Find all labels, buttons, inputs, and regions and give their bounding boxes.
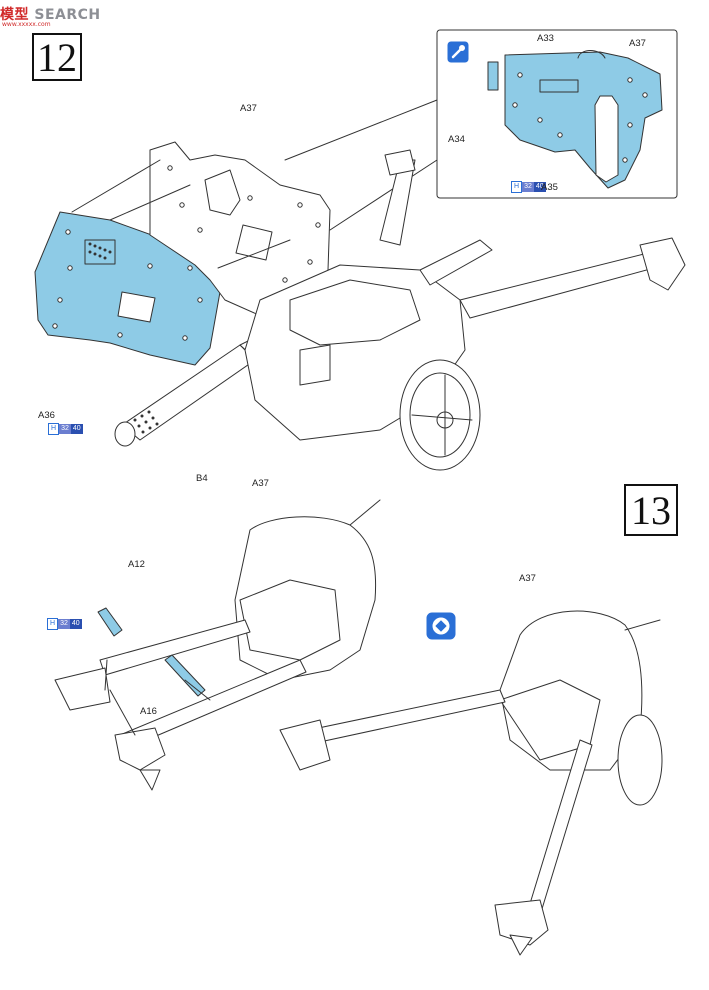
label-b4: B4	[196, 473, 208, 484]
part-a12	[97, 607, 123, 637]
label-a35: A35	[541, 182, 558, 193]
paint-code-h: H	[47, 618, 59, 630]
paint-code-a35: H 32 40	[511, 181, 546, 193]
paint-code-h: H	[511, 181, 523, 193]
step-13-box: 13	[624, 484, 678, 536]
paint-code-32: 32	[522, 182, 534, 192]
paint-code-40: 40	[69, 619, 82, 629]
label-a16: A16	[140, 706, 157, 717]
watermark-url: www.xxxxx.com	[2, 21, 51, 28]
inset-shield-part	[504, 51, 663, 189]
label-a12: A12	[128, 559, 145, 570]
symmetry-icon	[426, 612, 456, 640]
label-a37-main: A37	[240, 103, 257, 114]
paint-code-32: 32	[58, 619, 70, 629]
detail-inset-frame	[436, 29, 678, 199]
paint-code-a36: H 32 40	[48, 423, 83, 435]
wheel	[399, 359, 481, 471]
label-a33: A33	[537, 33, 554, 44]
label-a37-inset: A37	[629, 38, 646, 49]
watermark-logo: 模型	[0, 7, 29, 23]
paint-code-40: 40	[533, 182, 546, 192]
paint-code-a12: H 32 40	[47, 618, 82, 630]
label-a37-right: A37	[519, 573, 536, 584]
label-a36: A36	[38, 410, 55, 421]
paint-code-40: 40	[70, 424, 83, 434]
paint-code-32: 32	[59, 424, 71, 434]
paint-code-h: H	[48, 423, 60, 435]
step-12-box: 12	[32, 33, 82, 81]
part-a16	[164, 654, 206, 697]
label-a37-left: A37	[252, 478, 269, 489]
label-a34: A34	[448, 134, 465, 145]
watermark-brand: 模型 SEARCH	[0, 4, 101, 24]
watermark-text: SEARCH	[34, 7, 101, 23]
gun-shield-a37-left	[234, 516, 377, 681]
inset-a34-part	[487, 61, 499, 91]
